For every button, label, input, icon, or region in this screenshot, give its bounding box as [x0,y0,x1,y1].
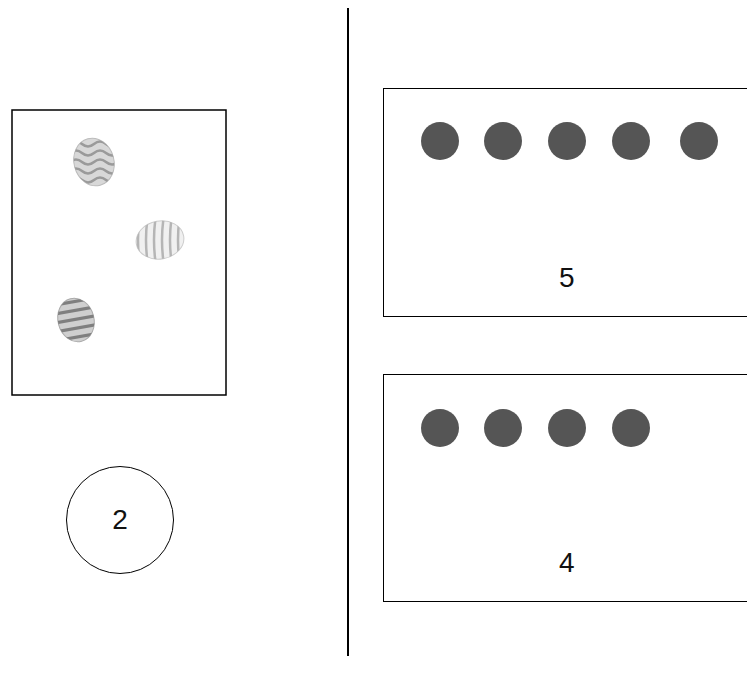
count-number: 5 [559,264,575,292]
count-box: 4 [383,374,747,602]
easter-egg [68,134,119,191]
count-number: 4 [559,549,575,577]
divider-line [347,8,349,656]
count-number: 2 [112,506,128,534]
easter-egg [53,294,100,346]
dot-row [421,122,718,160]
picture-frame [12,110,226,395]
number-circle: 2 [66,466,174,574]
easter-egg [133,215,187,265]
dot-row [421,409,650,447]
count-box: 5 [383,88,747,317]
